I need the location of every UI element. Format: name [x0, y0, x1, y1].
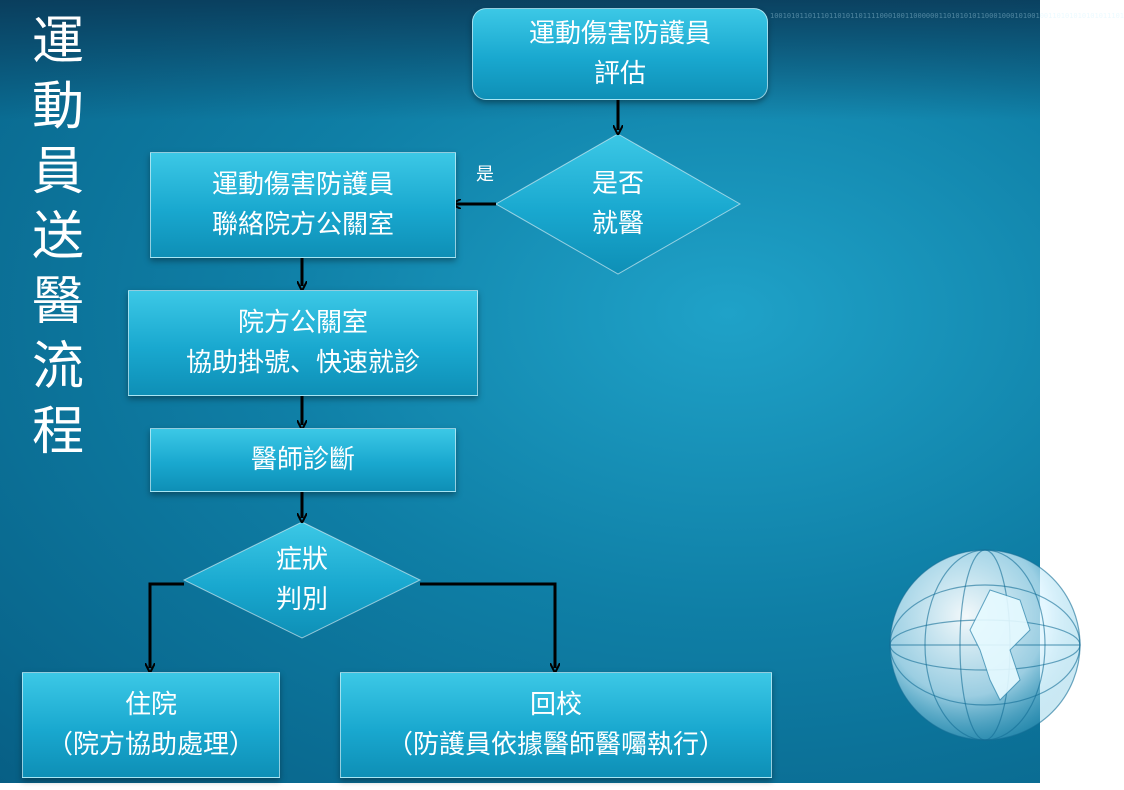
vertical-title: 運 動 員 送 醫 流 程: [18, 10, 98, 465]
flow-connectors: [0, 98, 742, 783]
decision-medical-line2: 就醫: [591, 209, 644, 239]
decision-symptom-text: 症狀 判別: [232, 540, 372, 620]
node-hospitalize-line1: 住院: [124, 690, 177, 720]
title-char: 送: [31, 207, 84, 267]
node-pr-assist: 院方公關室 協助掛號、快速就診: [128, 290, 478, 396]
arrow-symptom-to-return: [420, 582, 555, 668]
arrow-symptom-to-hospitalize: [150, 582, 184, 668]
node-diagnosis: 醫師診斷: [150, 428, 456, 492]
node-pr-assist-line1: 院方公關室: [237, 308, 368, 338]
node-hospitalize-line2: （院方協助處理）: [46, 730, 255, 760]
title-char: 員: [31, 142, 84, 202]
decision-medical-text: 是否 就醫: [548, 164, 688, 244]
node-diagnosis-line1: 醫師診斷: [250, 445, 355, 475]
node-assess: 運動傷害防護員 評估: [472, 8, 768, 100]
node-hospitalize: 住院 （院方協助處理）: [22, 672, 280, 778]
title-char: 運: [31, 12, 84, 72]
node-assess-line2: 評估: [593, 59, 646, 89]
title-char: 動: [31, 77, 84, 137]
node-pr-assist-line2: 協助掛號、快速就診: [185, 348, 420, 378]
node-return-school-line1: 回校: [529, 690, 582, 720]
node-assess-line1: 運動傷害防護員: [528, 19, 711, 49]
node-return-school: 回校 （防護員依據醫師醫囑執行）: [340, 672, 772, 778]
title-char: 程: [31, 402, 84, 462]
title-char: 醫: [31, 272, 84, 332]
decision-symptom-line2: 判別: [275, 585, 328, 615]
decision-symptom-line1: 症狀: [275, 545, 328, 575]
globe-icon: [889, 549, 1081, 741]
node-return-school-line2: （防護員依據醫師醫囑執行）: [386, 730, 725, 760]
title-char: 流: [31, 337, 84, 397]
node-contact-pr: 運動傷害防護員 聯絡院方公關室: [150, 152, 456, 258]
edge-label-yes: 是: [476, 164, 494, 185]
decision-diamond-symptom: [182, 521, 422, 639]
node-contact-pr-line1: 運動傷害防護員: [211, 170, 394, 200]
background-binary-text: 1001010110111011010110111100010011000000…: [770, 12, 1124, 20]
node-contact-pr-line2: 聯絡院方公關室: [211, 210, 394, 240]
decision-diamond-medical: [494, 133, 742, 275]
decision-medical-line1: 是否: [591, 169, 644, 199]
